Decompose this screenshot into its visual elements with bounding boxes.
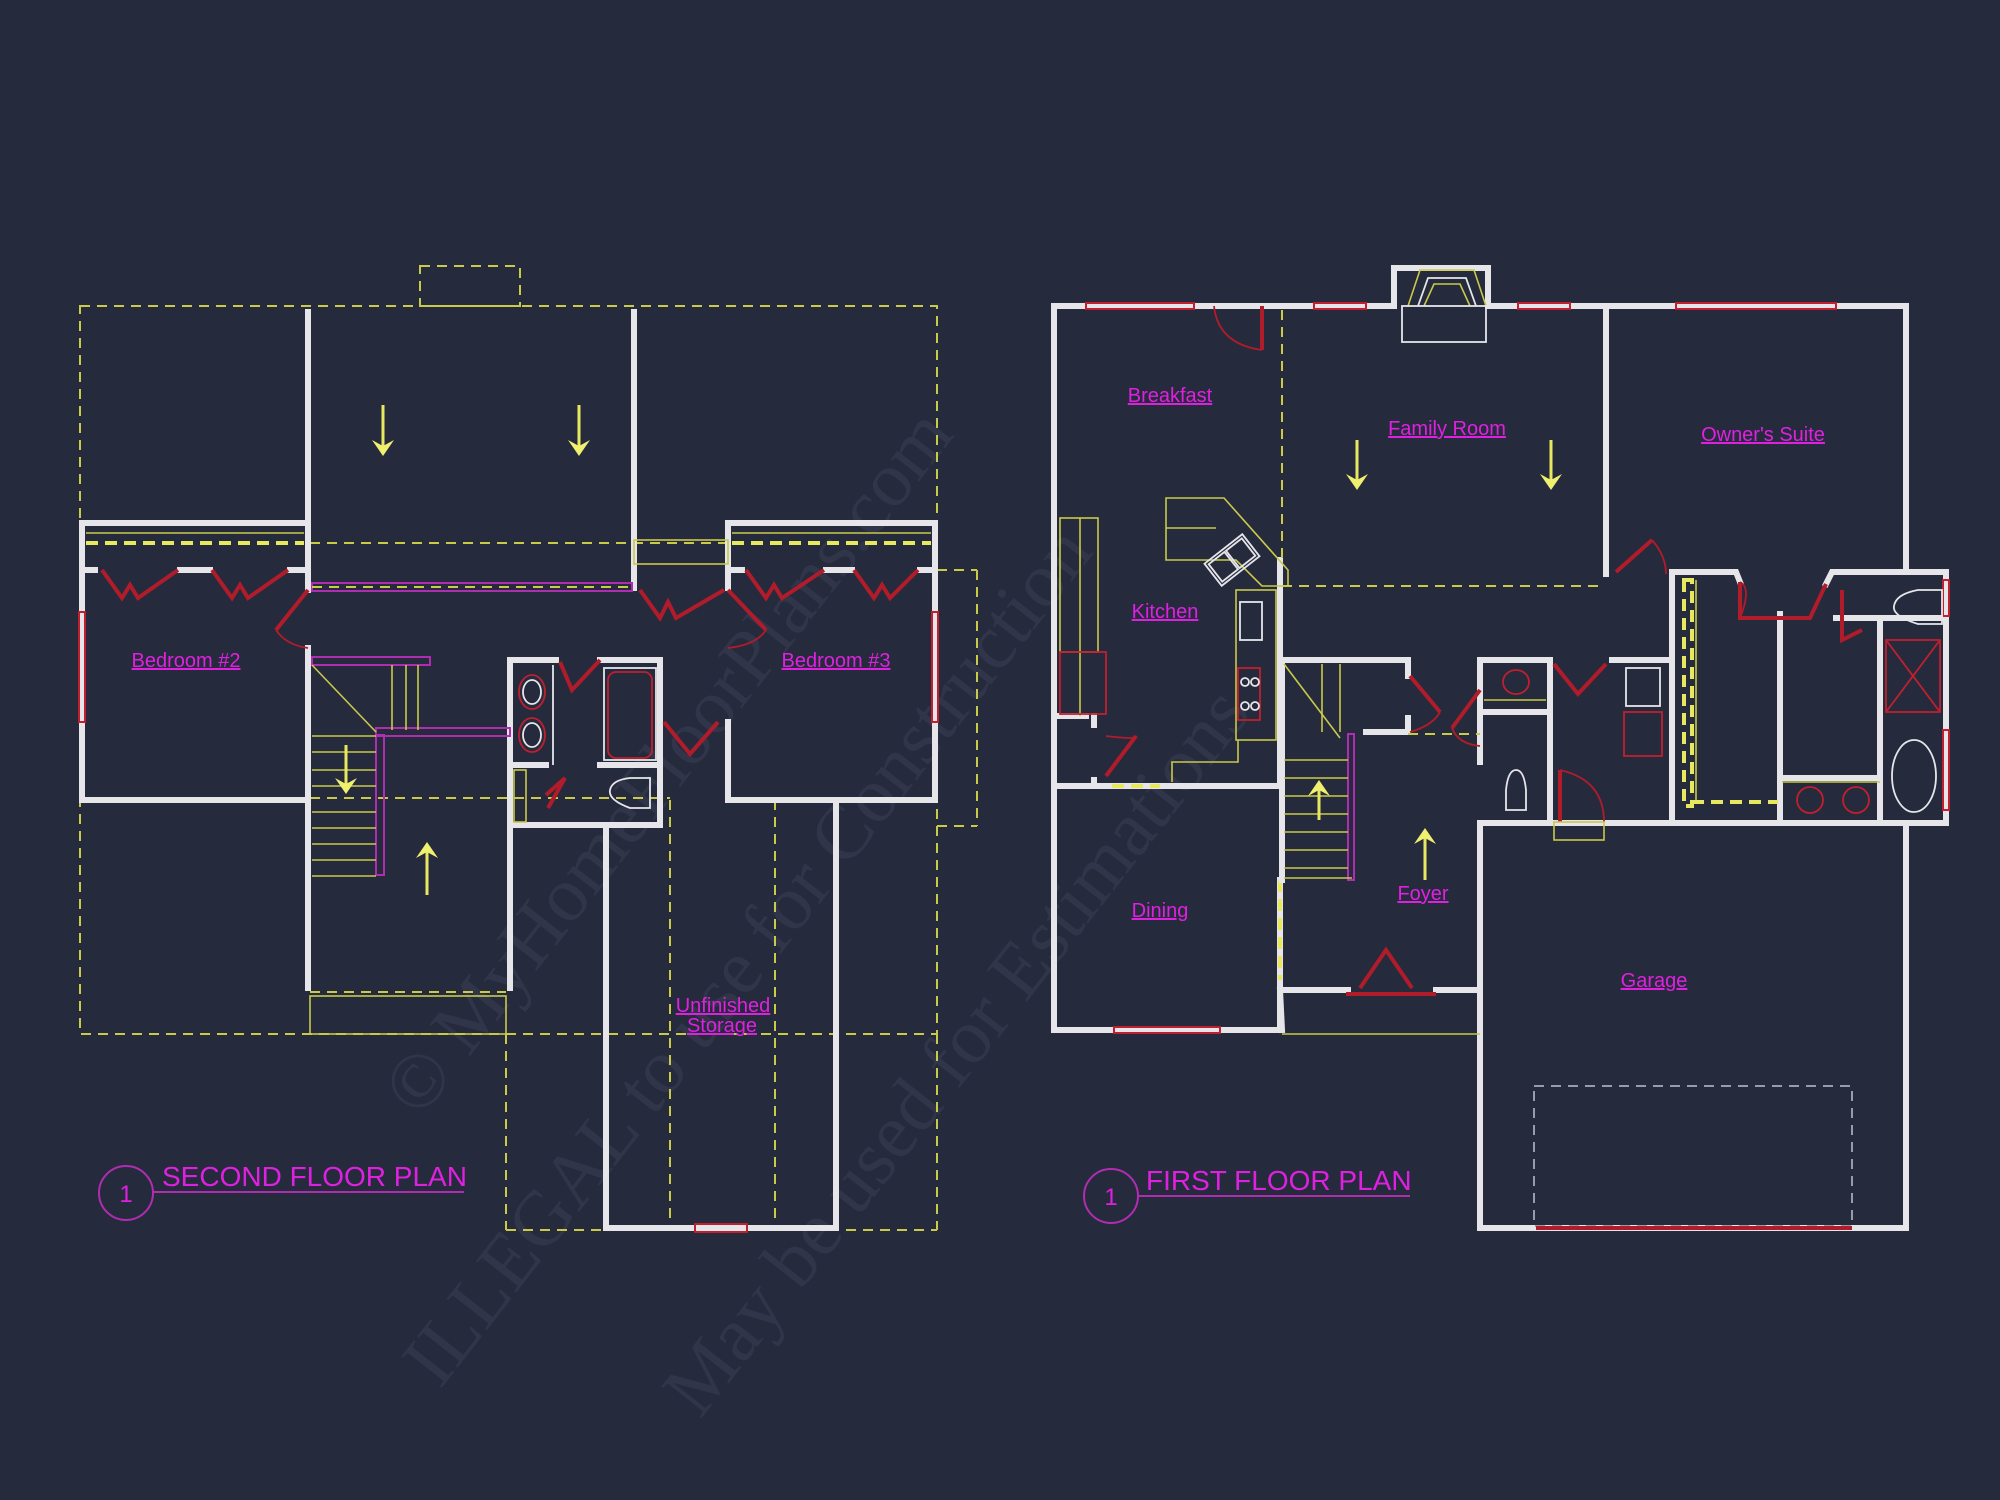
first-floor-windows: [1085, 302, 1950, 1034]
toilet-icon: [1505, 769, 1527, 811]
closet-shelves: [86, 532, 931, 565]
room-label-unfinished-storage-line2: Storage: [687, 1015, 757, 1037]
room-label-bedroom-3: Bedroom #3: [782, 650, 891, 672]
room-label-garage: Garage: [1621, 970, 1688, 992]
shower-icon: [1885, 639, 1941, 713]
toilet-icon: [608, 777, 651, 809]
arrow-up-icon: [416, 842, 438, 858]
sink-icon: [1796, 786, 1824, 814]
second-floor-title-block: 1 SECOND FLOOR PLAN: [98, 1161, 467, 1221]
washer-dryer-icon: [1623, 711, 1663, 757]
first-floor-title-block: 1 FIRST FLOOR PLAN: [1083, 1165, 1412, 1224]
arrow-down-icon: [1540, 474, 1562, 490]
room-label-owners-suite: Owner's Suite: [1701, 424, 1825, 446]
room-label-bedroom-2: Bedroom #2: [132, 650, 241, 672]
plan-number: 1: [1104, 1184, 1117, 1211]
sink-icon: [1842, 786, 1870, 814]
second-floor-doors: [100, 568, 920, 809]
room-label-foyer: Foyer: [1397, 883, 1448, 905]
room-label-family-room: Family Room: [1388, 418, 1506, 440]
first-floor-stairs: [1279, 657, 1355, 883]
room-label-breakfast: Breakfast: [1128, 385, 1213, 407]
sink-icon: [1502, 669, 1530, 695]
second-floor-dashed-outline: [79, 265, 978, 1231]
cooktop-icon: [1237, 667, 1261, 721]
room-label-unfinished-storage-line1: Unfinished: [676, 995, 771, 1017]
arrow-up-icon: [1414, 828, 1436, 844]
plan-number: 1: [119, 1181, 132, 1208]
room-label-dining: Dining: [1132, 900, 1189, 922]
second-floor-stairs: [311, 664, 419, 877]
bathtub-icon: [1891, 739, 1937, 813]
toilet-icon: [1893, 589, 1943, 625]
second-floor-walls: [79, 309, 938, 1231]
second-floor-arrows: [335, 405, 590, 895]
sink-icon: [518, 674, 546, 710]
first-floor-arrows: [1308, 440, 1562, 880]
bathtub-icon: [603, 667, 657, 761]
fireplace: [1401, 269, 1487, 343]
plan-title: SECOND FLOOR PLAN: [162, 1161, 467, 1192]
arrow-down-icon: [372, 440, 394, 456]
arrow-down-icon: [1346, 474, 1368, 490]
second-floor-plan: Bedroom #2 Bedroom #3 Unfinished Storage…: [78, 265, 978, 1233]
room-label-kitchen: Kitchen: [1132, 601, 1199, 623]
kitchen-sink-icon: [1203, 532, 1261, 588]
first-floor-plan: Breakfast Family Room Owner's Suite Kitc…: [1051, 265, 1950, 1231]
second-floor-bath-fixtures: [513, 665, 657, 823]
watermark: © MyHomeFloorPlans.com ILLEGAL to use fo…: [365, 392, 1266, 1431]
arrow-down-icon: [335, 778, 357, 794]
arrow-up-icon: [1308, 780, 1330, 796]
arrow-down-icon: [568, 440, 590, 456]
first-floor-doors: [1104, 305, 1863, 1230]
kitchen-cabinets: [1059, 497, 1289, 782]
first-floor-bath-fixtures: [1484, 589, 1943, 841]
sink-icon: [518, 717, 546, 753]
second-floor-railings: [311, 582, 633, 876]
plan-title: FIRST FLOOR PLAN: [1146, 1165, 1412, 1196]
second-floor-windows: [78, 611, 939, 1233]
